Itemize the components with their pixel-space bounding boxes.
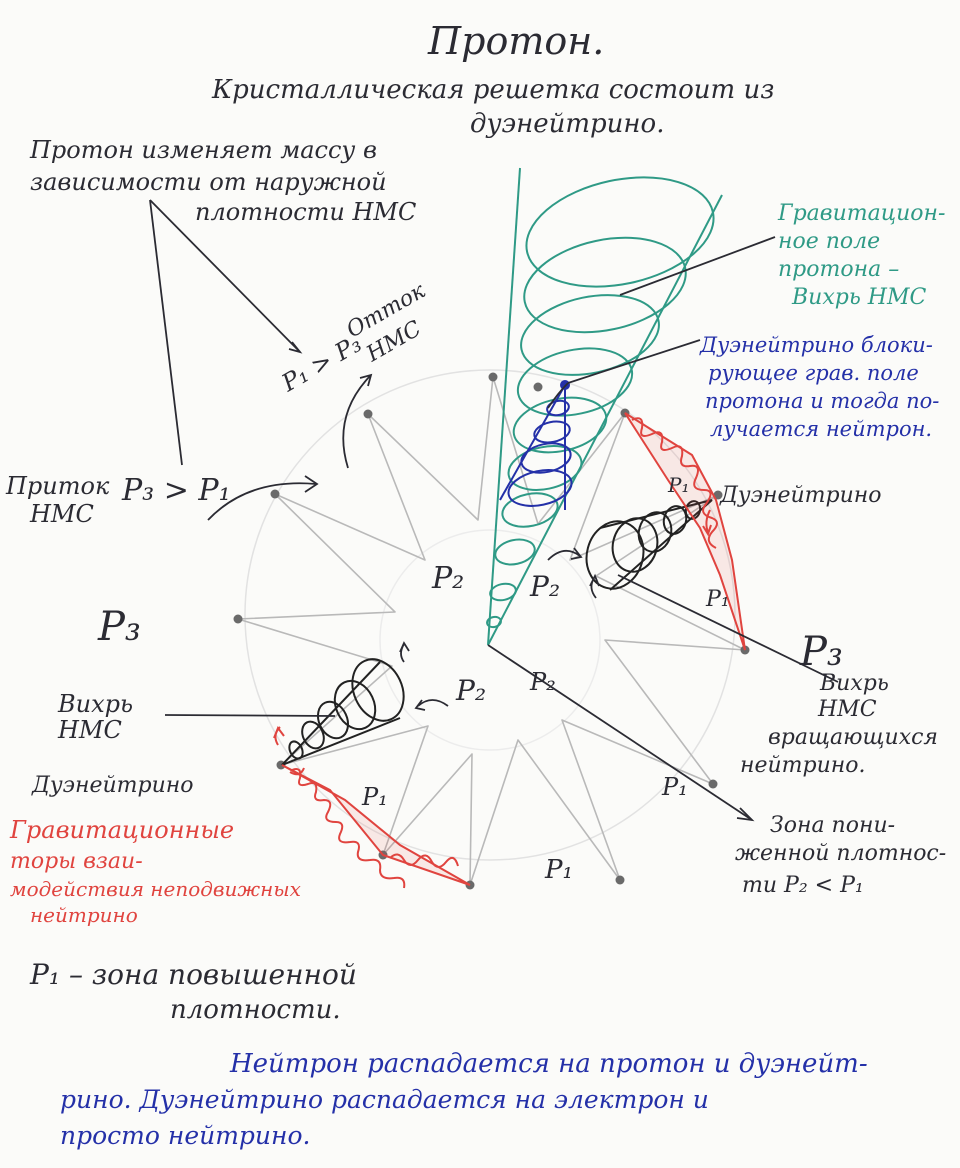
zone-label-p2-lower: P₂ (529, 668, 556, 696)
subtitle-line-2: дуэнейтрино. (470, 109, 664, 139)
pointer-gravity-field (620, 237, 775, 295)
duoneutrino-left-label: Дуэнейтрино (31, 773, 194, 798)
subtitle-line-1: Кристаллическая решетка состоит из (211, 75, 774, 105)
cone-spiral-loop (512, 339, 639, 426)
vortex-right-line-4: нейтрино. (740, 753, 866, 778)
lattice-node (709, 780, 718, 789)
inflow-label: Приток (5, 472, 110, 500)
cone-spiral-loop (515, 224, 694, 346)
zone-label-p1-lower-right: P₁ (661, 773, 688, 801)
blocking-note-line-4: лучается нейтрон. (710, 417, 932, 441)
mass-note-line-1: Протон изменяет массу в (29, 136, 377, 164)
pointer-low-density (488, 645, 752, 820)
zone-label-p2-left: P₂ (455, 674, 486, 707)
zone-label-p1-right-mid: P₁ (705, 587, 730, 612)
high-density-line-1: P₁ – зона повышенной (29, 958, 357, 991)
outflow-arrow (343, 376, 370, 468)
blocking-note-line-1: Дуэнейтрино блоки- (699, 333, 933, 357)
gravity-tori-line-1: Гравитационные (9, 816, 234, 844)
vortex-right-line-3: вращающихся (768, 725, 938, 750)
decay-note-line-1: Нейтрон распадается на протон и дуэнейт- (229, 1049, 868, 1079)
torus-band-right (625, 413, 745, 650)
vortex-left-line-1: Вихрь (57, 690, 133, 718)
vortex-right-line-2: НМС (817, 697, 877, 722)
low-density-line-3: ти P₂ < P₁ (742, 873, 864, 898)
low-density-line-2: женной плотнос- (735, 841, 946, 866)
cone-edge-right (488, 195, 722, 645)
pointer-mass-note-1 (150, 200, 182, 465)
zone-label-p1-lower-left: P₁ (361, 783, 388, 811)
zone-label-p3-left: P₃ (97, 604, 141, 650)
gravity-tori-line-3: модействия неподвижных (10, 877, 301, 901)
high-density-line-2: плотности. (170, 995, 341, 1025)
low-density-line-1: Зона пони- (770, 813, 895, 838)
lattice-node (234, 615, 243, 624)
lattice-node (364, 410, 373, 419)
duoneutrino-right-label: Дуэнейтрино (719, 483, 882, 508)
zone-label-p2-right: P₂ (529, 570, 560, 603)
blocking-note-line-2: рующее грав. поле (708, 361, 919, 385)
cone-spiral-loop (516, 161, 723, 302)
decay-note-line-3: просто нейтрино. (60, 1121, 311, 1150)
text-layer: Протон. Кристаллическая решетка состоит … (5, 19, 946, 1150)
gravity-field-line-3: протона – (778, 257, 899, 282)
vortex-loop (327, 674, 383, 735)
gravity-tori-line-2: торы взаи- (10, 849, 143, 874)
vortex-left-arrow (400, 643, 409, 662)
zone-label-p3-right: P₃ (799, 629, 843, 675)
cone-spiral-loop (514, 283, 667, 386)
cone-edge-left (488, 168, 520, 645)
blocking-note-line-3: протона и тогда по- (705, 389, 939, 413)
page-title: Протон. (427, 19, 604, 63)
gravity-tori-line-4: нейтрино (30, 903, 138, 927)
p2-left-arrow (416, 700, 448, 710)
decay-note-line-2: рино. Дуэнейтрино распадается на электро… (60, 1085, 709, 1114)
vortex-loop (343, 651, 414, 729)
mass-note-line-3: плотности НМС (195, 198, 416, 226)
lattice-node (534, 383, 543, 392)
zone-label-p1-right-top: P₁ (667, 473, 689, 497)
vortex-loop (312, 697, 353, 743)
inflow-relation: P₃ > P₁ (121, 473, 231, 508)
gravity-field-cone (486, 161, 724, 645)
vortex-left-line-2: НМС (57, 716, 122, 744)
annotation-pointers (150, 200, 838, 820)
gravity-field-line-1: Гравитацион- (777, 201, 945, 226)
pointer-blocking-note (568, 340, 700, 383)
outflow-relation: P₁ > P₃ (276, 329, 366, 397)
gravity-field-line-4: Вихрь НМС (791, 285, 927, 310)
gravity-field-line-2: ное поле (778, 229, 880, 254)
lattice-node (616, 876, 625, 885)
lattice-node (489, 373, 498, 382)
zone-label-p2-center: P₂ (431, 561, 464, 596)
mass-note-line-2: зависимости от наружной (30, 168, 387, 196)
zone-label-p1-lower: P₁ (544, 855, 573, 885)
inflow-label-2: НМС (29, 500, 94, 528)
pointer-vortex-left (165, 715, 335, 716)
lattice-node (271, 490, 280, 499)
